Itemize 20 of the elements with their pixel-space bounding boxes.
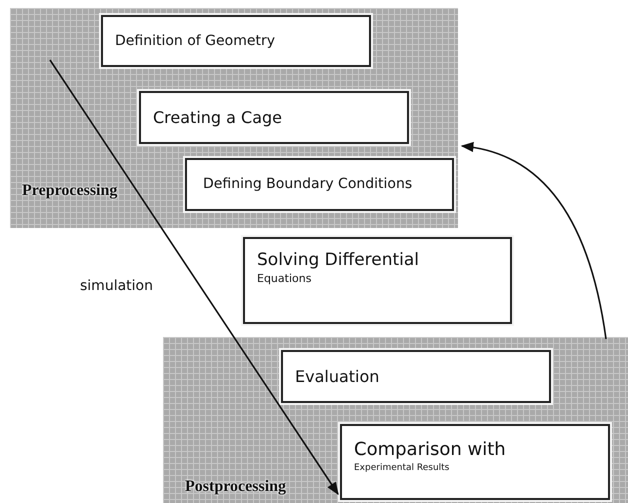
box-title: Defining Boundary Conditions [203, 175, 414, 194]
process-box [340, 424, 610, 500]
process-box [101, 15, 371, 67]
process-box [281, 350, 551, 403]
box-subtitle: Equations [257, 272, 312, 287]
arrow [49, 60, 339, 496]
process-box [139, 91, 409, 144]
box-title: Definition of Geometry [115, 32, 276, 50]
box-subtitle: Experimental Results [354, 462, 450, 474]
box-title: Solving Differential [257, 249, 420, 272]
box-title: Creating a Cage [153, 106, 284, 128]
process-box [243, 237, 512, 324]
box-title: Evaluation [295, 366, 380, 388]
process-box [185, 158, 454, 211]
arrow [460, 142, 607, 340]
section-heading: Preprocessing [22, 182, 118, 200]
region-panel [163, 337, 628, 503]
section-heading: Postprocessing [185, 478, 286, 496]
box-title: Comparison with [354, 438, 507, 462]
region-panel [10, 8, 458, 228]
